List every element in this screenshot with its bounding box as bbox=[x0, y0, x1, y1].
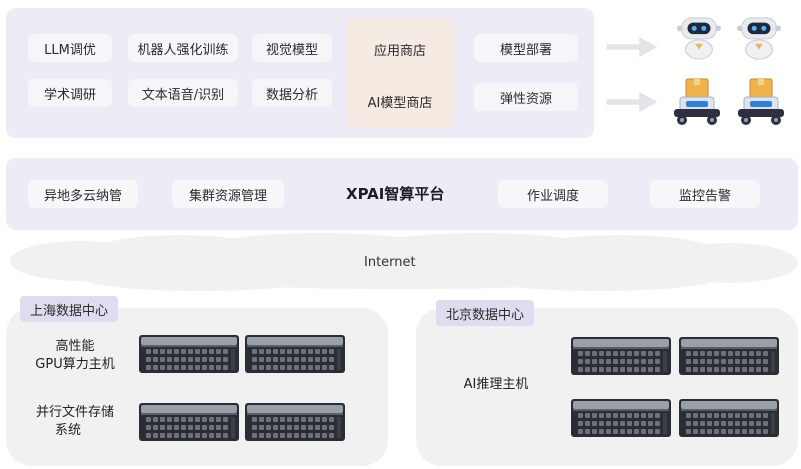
ai-model-store: AI模型商店 bbox=[367, 96, 433, 111]
cluster-resource-management: 集群资源管理 bbox=[172, 180, 284, 208]
arrow-right-icon bbox=[606, 92, 658, 112]
delivery-robot-icon bbox=[734, 76, 788, 128]
gpu-host-label-line1: 高性能 bbox=[55, 339, 95, 354]
monitoring-alerts: 监控告警 bbox=[650, 180, 760, 208]
robot-head-icon bbox=[674, 14, 724, 60]
internet-cloud bbox=[10, 233, 798, 291]
storage-label-line1: 并行文件存储 bbox=[35, 405, 114, 420]
shanghai-datacenter-tag: 上海数据中心 bbox=[20, 296, 118, 322]
elastic-resources: 弹性资源 bbox=[474, 83, 578, 111]
beijing-datacenter bbox=[416, 308, 798, 466]
app-store-box: 应用商店 AI模型商店 bbox=[346, 18, 454, 128]
app-academic-research: 学术调研 bbox=[28, 79, 112, 107]
app-robot-rl-training: 机器人强化训练 bbox=[128, 34, 238, 62]
internet-label: Internet bbox=[364, 255, 416, 270]
robot-head-icon bbox=[734, 14, 784, 60]
arrow-right-icon bbox=[606, 37, 658, 57]
inference-server-icon bbox=[678, 398, 780, 438]
platform-title: XPAI智算平台 bbox=[346, 185, 445, 203]
app-llm-tuning: LLM调优 bbox=[28, 34, 112, 62]
gpu-host-label-line2: GPU算力主机 bbox=[35, 357, 115, 372]
inference-host-label: AI推理主机 bbox=[463, 377, 529, 392]
inference-server-icon bbox=[570, 336, 672, 376]
storage-server-icon bbox=[244, 402, 346, 442]
gpu-server-icon bbox=[244, 334, 346, 374]
app-store-title: 应用商店 bbox=[373, 44, 426, 59]
job-scheduling: 作业调度 bbox=[498, 180, 608, 208]
gpu-server-icon bbox=[138, 334, 240, 374]
shanghai-datacenter bbox=[6, 308, 388, 466]
beijing-datacenter-tag: 北京数据中心 bbox=[436, 300, 534, 326]
app-data-analysis: 数据分析 bbox=[252, 79, 332, 107]
app-vision-model: 视觉模型 bbox=[252, 34, 332, 62]
app-text-speech-recognition: 文本语音/识别 bbox=[128, 79, 238, 107]
inference-server-icon bbox=[570, 398, 672, 438]
multi-cloud-management: 异地多云纳管 bbox=[28, 180, 138, 208]
inference-server-icon bbox=[678, 336, 780, 376]
storage-server-icon bbox=[138, 402, 240, 442]
application-layer-panel bbox=[6, 8, 594, 138]
delivery-robot-icon bbox=[670, 76, 724, 128]
storage-label-line2: 系统 bbox=[54, 423, 81, 438]
model-deployment: 模型部署 bbox=[474, 34, 578, 62]
